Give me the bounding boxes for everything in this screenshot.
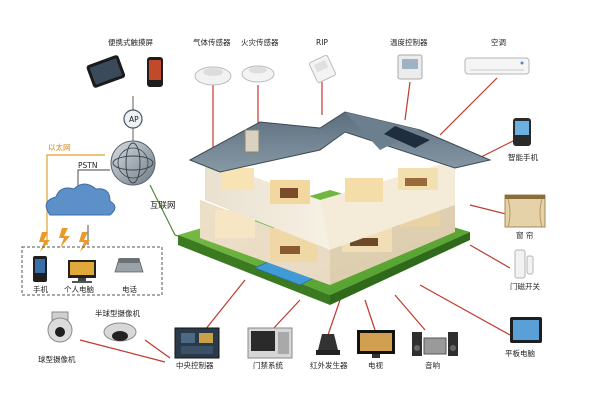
telephone-icon xyxy=(114,258,144,273)
gas-sensor-icon xyxy=(194,66,232,86)
door-switch-icon xyxy=(514,249,534,279)
smart-house-illustration xyxy=(178,111,492,305)
smartphone-icon xyxy=(513,118,531,146)
ir-transmitter-label: 红外发生器 xyxy=(310,360,348,370)
tablet-icon xyxy=(510,317,542,343)
curtain-label: 窗 帘 xyxy=(516,230,533,240)
mobile-label: 手机 xyxy=(33,284,48,294)
internet-globe-icon xyxy=(110,140,156,186)
ap-label: AP xyxy=(129,115,139,124)
curtain-icon xyxy=(504,194,546,228)
thermostat-label: 温度控制器 xyxy=(390,37,428,47)
devices-dashed-box xyxy=(21,246,163,296)
touchscreen-tablet-icon xyxy=(86,55,126,88)
door-switch-label: 门磁开关 xyxy=(510,281,540,291)
central-controller-icon xyxy=(174,327,220,359)
rip-sensor-icon xyxy=(308,54,336,83)
cloud-icon xyxy=(45,183,116,216)
aircon-icon xyxy=(464,57,530,75)
mobile-phone-icon xyxy=(33,256,47,282)
gas-sensor-label: 气体传感器 xyxy=(193,37,231,47)
tv-icon xyxy=(357,330,395,358)
audio-icon xyxy=(412,332,458,356)
connector-lines xyxy=(46,77,516,363)
tablet-label: 平板电脑 xyxy=(505,348,535,358)
thermostat-icon xyxy=(397,54,423,80)
touchscreen-label: 便携式触摸屏 xyxy=(108,37,153,47)
central-controller-label: 中央控制器 xyxy=(176,360,214,370)
audio-label: 音响 xyxy=(425,360,440,370)
aircon-label: 空调 xyxy=(491,37,506,47)
ap-router-icon xyxy=(123,109,143,129)
touchscreen-phone-icon xyxy=(147,57,163,87)
fire-sensor-label: 火灾传感器 xyxy=(241,37,279,47)
internet-label: 互联网 xyxy=(150,201,176,211)
ir-transmitter-icon xyxy=(316,334,340,355)
ball-camera-icon xyxy=(47,311,73,343)
door-system-label: 门禁系统 xyxy=(253,360,283,370)
fire-sensor-icon xyxy=(241,65,275,83)
smartphone-label: 智能手机 xyxy=(508,152,538,162)
ball-camera-label: 球型摄像机 xyxy=(38,354,76,364)
hemi-camera-label: 半球型摄像机 xyxy=(95,308,140,318)
ethernet-label: 以太网 xyxy=(48,142,71,152)
wireless-signal-icons xyxy=(39,228,90,252)
telephone-label: 电话 xyxy=(122,284,137,294)
rip-label: RIP xyxy=(316,38,328,47)
pc-icon xyxy=(68,260,96,283)
door-system-icon xyxy=(247,327,293,359)
pc-label: 个人电脑 xyxy=(64,284,94,294)
hemi-camera-icon xyxy=(103,322,137,342)
tv-label: 电视 xyxy=(368,360,383,370)
pstn-label: PSTN xyxy=(78,161,97,170)
